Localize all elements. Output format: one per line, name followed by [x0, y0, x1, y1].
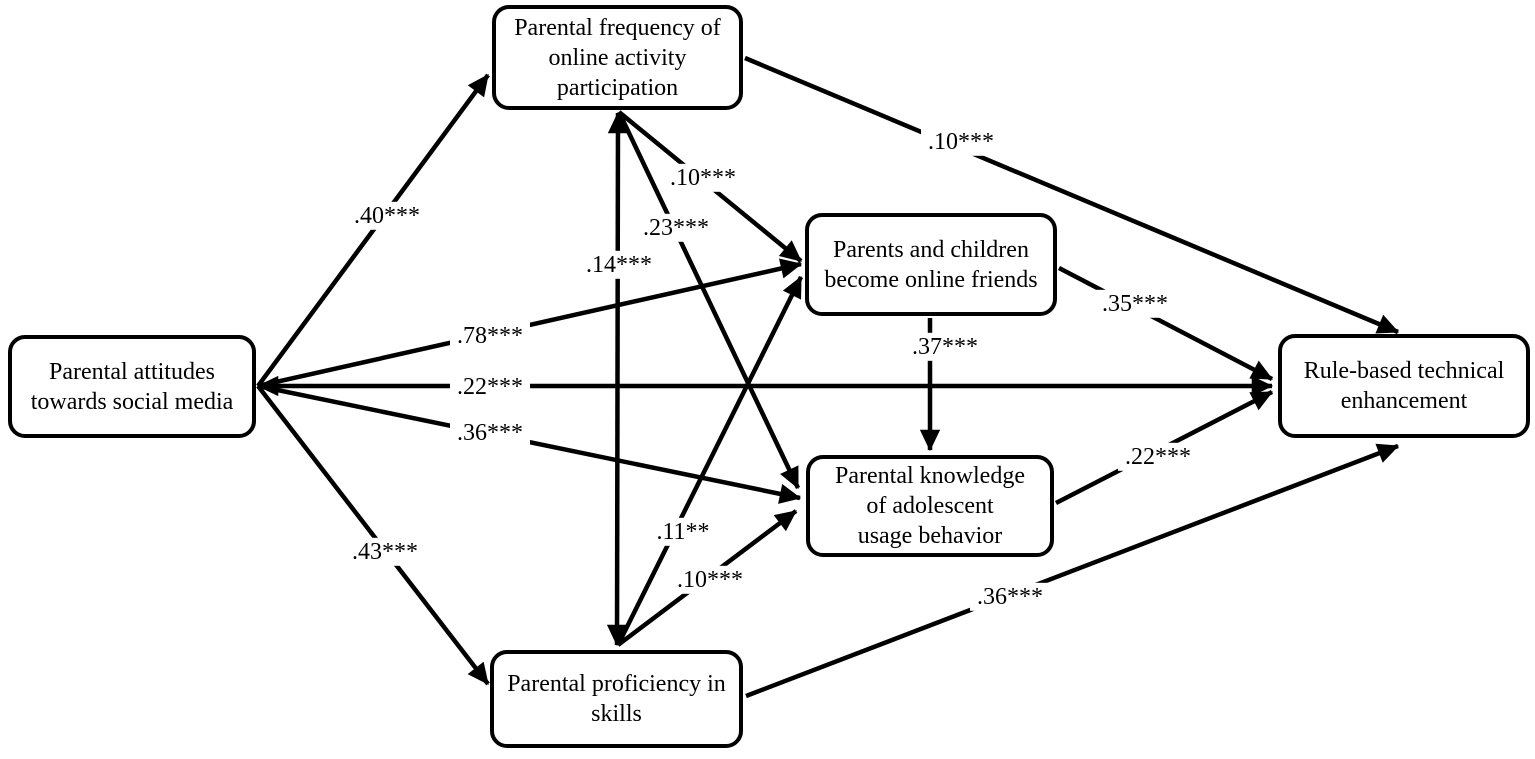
coefficient-label-proficiency-to-knowledge: .10*** [670, 565, 750, 595]
coefficient-label-proficiency-to-friends: .11** [649, 517, 717, 547]
node-rule-based-enhancement-label: Rule-based technical enhancement [1303, 358, 1505, 414]
coefficient-label-friends-to-rulebased: .35*** [1095, 289, 1175, 319]
node-parental-frequency: Parental frequency of online activity pa… [492, 5, 743, 110]
edge-frequency-to-proficiency [606, 111, 629, 647]
coefficient-label-attitudes-to-proficiency: .43*** [345, 537, 425, 567]
node-parental-proficiency-label: Parental proficiency in skills [507, 671, 726, 727]
edge-attitudes-to-proficiency [256, 384, 490, 686]
node-parental-knowledge-label: Parental knowledge of adolescent usage b… [835, 463, 1025, 549]
node-parental-attitudes: Parental attitudes towards social media [8, 335, 256, 438]
coefficient-label-proficiency-to-rulebased: .36*** [970, 582, 1050, 612]
coefficient-label-frequency-to-proficiency: .14*** [579, 250, 659, 280]
coefficient-label-frequency-to-rulebased: .10*** [921, 127, 1001, 157]
edge-frequency-to-rulebased [744, 55, 1400, 335]
node-online-friends: Parents and children become online frien… [805, 213, 1057, 316]
edge-proficiency-to-rulebased [745, 443, 1400, 699]
coefficient-label-frequency-to-knowledge: .23*** [636, 213, 716, 243]
coefficient-label-frequency-to-friends: .10*** [663, 163, 743, 193]
edge-proficiency-to-friends [615, 275, 804, 647]
node-parental-proficiency: Parental proficiency in skills [490, 650, 743, 748]
coefficient-label-attitudes-to-friends: .78*** [450, 321, 530, 351]
node-online-friends-label: Parents and children become online frien… [824, 236, 1038, 293]
node-parental-frequency-label: Parental frequency of online activity pa… [514, 14, 721, 101]
edge-attitudes-to-frequency [256, 73, 490, 388]
node-parental-knowledge: Parental knowledge of adolescent usage b… [806, 455, 1054, 557]
node-rule-based-enhancement: Rule-based technical enhancement [1278, 334, 1530, 438]
coefficient-label-attitudes-to-knowledge: .36*** [450, 418, 530, 448]
node-parental-attitudes-label: Parental attitudes towards social media [30, 358, 234, 415]
coefficient-label-knowledge-to-rulebased: .22*** [1118, 442, 1198, 472]
coefficient-label-friends-to-knowledge: .37*** [905, 332, 985, 362]
edge-frequency-to-knowledge [616, 111, 801, 490]
coefficient-label-attitudes-to-frequency: .40*** [347, 201, 427, 231]
coefficient-label-attitudes-to-rulebased: .22*** [450, 372, 530, 402]
edge-friends-to-rulebased [1057, 266, 1274, 381]
